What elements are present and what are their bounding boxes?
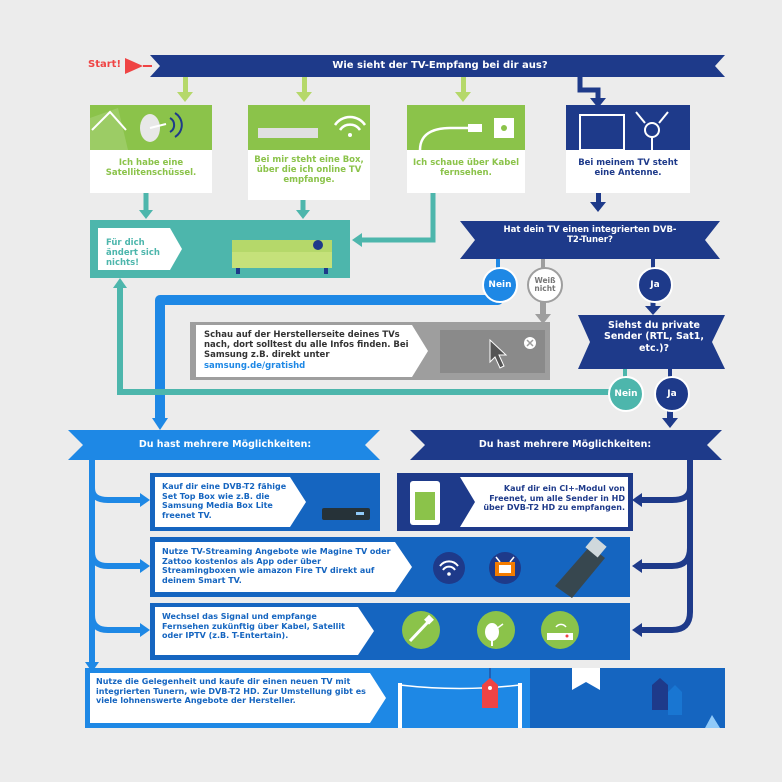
close-icon	[524, 337, 536, 349]
options-header-right	[410, 430, 722, 460]
answer-nein2-label: Nein	[614, 389, 638, 399]
satellite-option-text[interactable]: Ich habe eine Satellitenschüssel.	[105, 158, 197, 179]
cable-icon	[402, 611, 440, 649]
streaming-option-text[interactable]: Nutze TV-Streaming Angebote wie Magine T…	[162, 547, 391, 585]
start-label: Start!	[88, 59, 122, 70]
tv-icon	[489, 552, 521, 584]
wifi-icon	[333, 115, 367, 137]
answer-weiss-nicht-label: Weiß nicht	[534, 275, 556, 293]
answer-weiss-nicht-bubble[interactable]: Weiß nicht	[527, 267, 563, 303]
antenna-option-text[interactable]: Bei meinem TV steht eine Antenne.	[578, 158, 678, 179]
satellite-dish-icon	[140, 112, 183, 142]
manufacturer-link[interactable]: samsung.de/gratishd	[204, 360, 306, 371]
main-question-banner	[150, 55, 725, 77]
ci-module-icon	[410, 481, 440, 525]
set-top-box-icon	[322, 508, 370, 520]
new-tv-option-text[interactable]: Nutze die Gelegenheit und kaufe dir eine…	[96, 677, 366, 706]
streaming-stick-icon	[555, 536, 607, 598]
private-question: Siehst du private Sender (RTL, Sat1, etc…	[604, 320, 704, 354]
private-question-banner	[578, 315, 725, 369]
ci-option-text[interactable]: Kauf dir ein CI+-Modul von Freenet, um a…	[483, 484, 625, 513]
wifi-icon	[433, 552, 465, 584]
answer-nein-label: Nein	[488, 280, 512, 290]
answer-ja-bubble[interactable]: Ja	[637, 267, 673, 303]
cable-plug-icon	[418, 118, 514, 151]
box-option-text[interactable]: Bei mir steht eine Box, über die ich onl…	[254, 155, 364, 186]
box-option-image	[248, 105, 370, 150]
options-header-left-text: Du hast mehrere Möglichkeiten:	[138, 439, 312, 450]
cable-option-text[interactable]: Ich schaue über Kabel fernsehen.	[412, 158, 519, 179]
options-header-left	[68, 430, 380, 460]
answer-ja2-label: Ja	[667, 389, 677, 399]
answer-nein-bubble[interactable]: Nein	[482, 267, 518, 303]
answer-ja-label: Ja	[650, 280, 660, 290]
box-wifi-icon	[541, 611, 579, 649]
main-question: Wie sieht der TV-Empfang bei dir aus?	[332, 60, 548, 71]
answer-ja2-bubble[interactable]: Ja	[654, 376, 690, 412]
price-tag-icon	[652, 678, 682, 715]
manufacturer-text: Schau auf der Herstellerseite deines TVs…	[204, 330, 409, 371]
settop-option-text[interactable]: Kauf dir eine DVB-T2 fähige Set Top Box …	[162, 482, 287, 520]
answer-nein2-bubble[interactable]: Nein	[608, 376, 644, 412]
signal-option-text[interactable]: Wechsel das Signal und empfange Fernsehe…	[162, 612, 345, 641]
bookmark-icon	[572, 668, 600, 690]
clothesline-graphic	[398, 683, 522, 728]
options-header-right-text: Du hast mehrere Möglichkeiten:	[478, 439, 652, 450]
price-tag-icon	[482, 668, 498, 708]
tuner-question-banner	[460, 221, 720, 259]
sofa-icon	[232, 240, 332, 274]
tuner-question: Hat dein TV einen integrierten DVB-T2-Tu…	[503, 225, 677, 246]
start-arrow-icon	[125, 58, 143, 74]
cursor-icon	[489, 338, 508, 369]
satellite-dish-icon	[477, 611, 515, 649]
no-change-text: Für dich ändert sich nichts!	[106, 238, 160, 269]
antenna-option-image	[566, 105, 690, 150]
